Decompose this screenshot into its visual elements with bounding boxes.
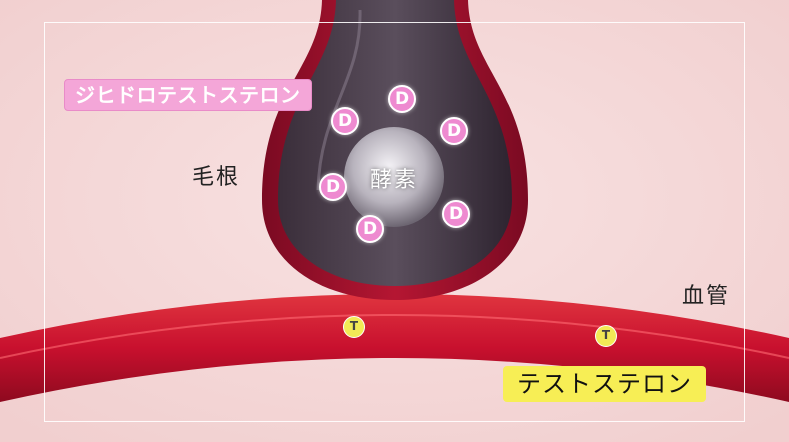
hair-root-label: 毛根: [192, 165, 241, 190]
blood-vessel-label: 血管: [682, 284, 731, 309]
testosterone-molecule: T: [343, 316, 365, 338]
dht-molecule: D: [356, 215, 384, 243]
dht-molecule: D: [388, 85, 416, 113]
hair-bulb-sheen: [316, 9, 362, 191]
enzyme-sphere: [344, 127, 444, 227]
dht-molecule: D: [442, 200, 470, 228]
blood-vessel: [0, 294, 789, 402]
dht-molecule: D: [331, 107, 359, 135]
dht-molecule: D: [319, 173, 347, 201]
testosterone-molecule: T: [595, 325, 617, 347]
enzyme-label: 酵素: [369, 168, 418, 193]
dihydrotestosterone-label: ジヒドロテストステロン: [64, 79, 312, 111]
dht-molecule: D: [440, 117, 468, 145]
testosterone-label: テストステロン: [503, 366, 706, 402]
blood-vessel-inner-line: [0, 314, 789, 359]
